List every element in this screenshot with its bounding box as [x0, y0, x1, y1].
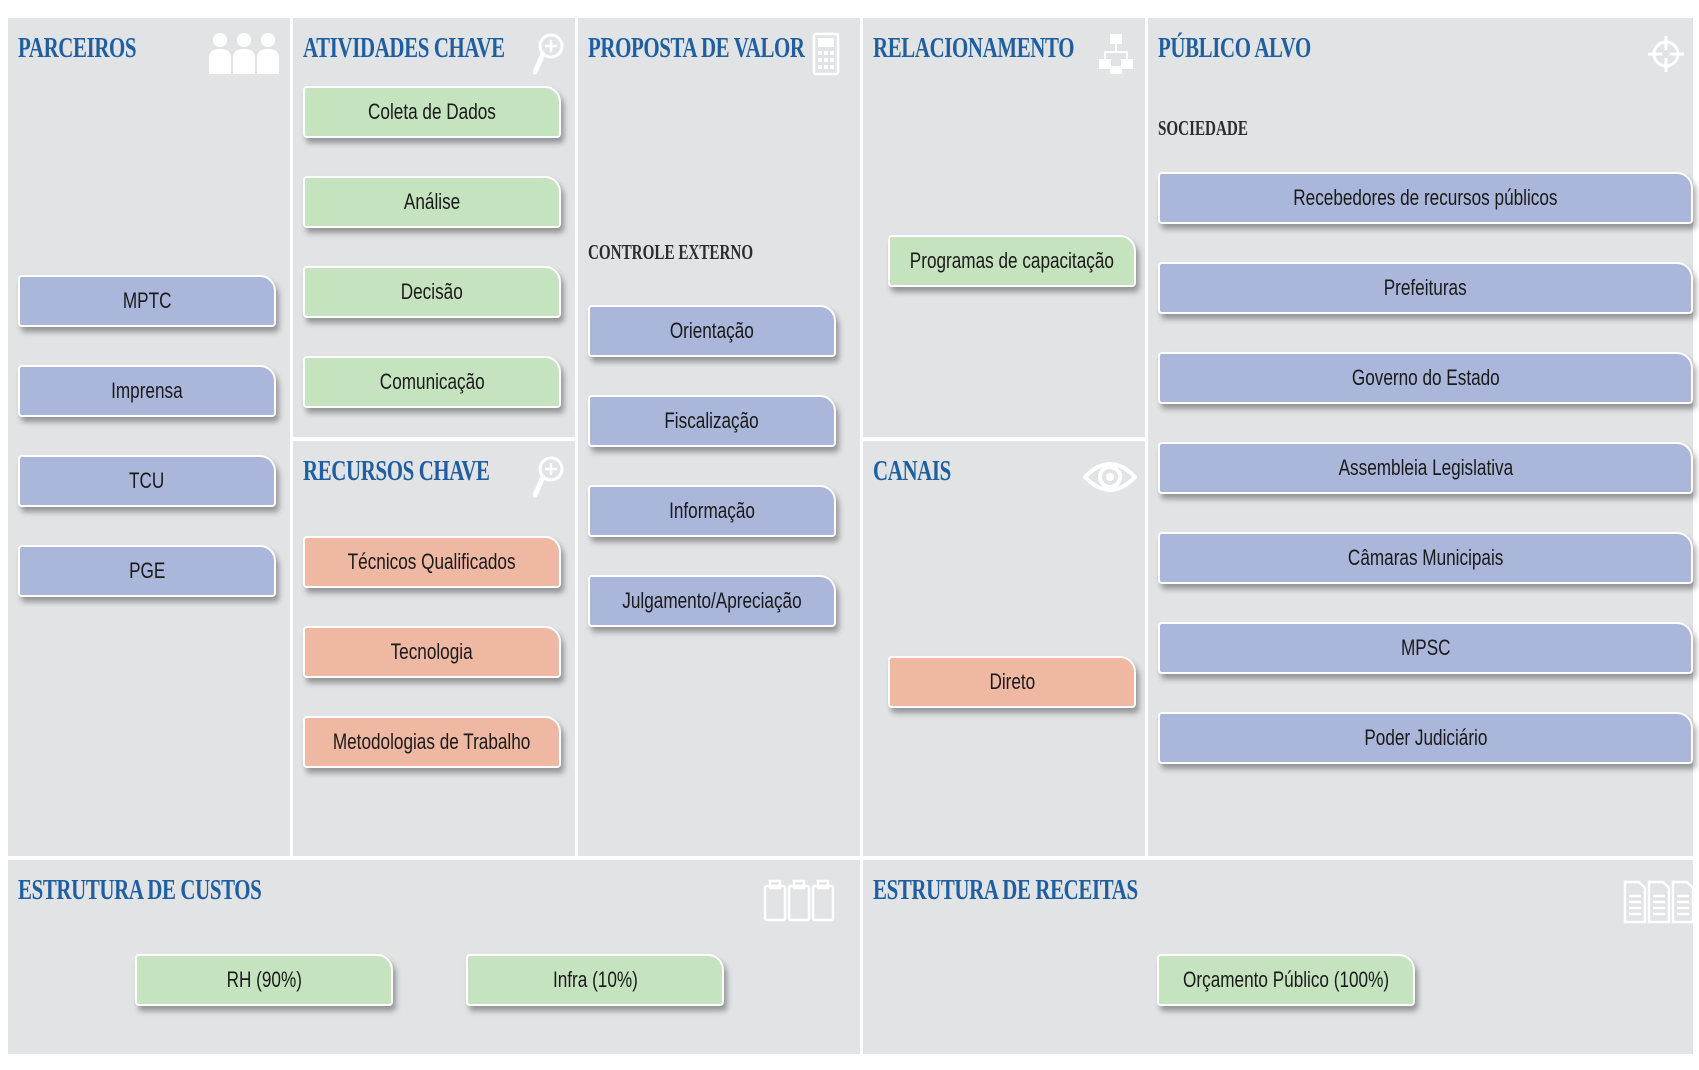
activity-card-coleta: Coleta de Dados [303, 86, 561, 138]
value-card-fiscalizacao: Fiscalização [588, 395, 836, 447]
publico-subtitle: SOCIEDADE [1158, 116, 1248, 140]
atividades-title: ATIVIDADES CHAVE [303, 32, 505, 64]
custos-section: ESTRUTURA DE CUSTOS RH (90%) Infra (10%) [8, 860, 860, 1054]
resource-card-tecnicos: Técnicos Qualificados [303, 536, 561, 588]
audience-card-prefeituras: Prefeituras [1158, 262, 1693, 314]
audience-card-judiciario: Poder Judiciário [1158, 712, 1693, 764]
publico-section: PÚBLICO ALVO SOCIEDADE Recebedores de re… [1148, 18, 1693, 856]
receitas-title: ESTRUTURA DE RECEITAS [873, 874, 1138, 906]
channel-card-direto: Direto [888, 656, 1136, 708]
calculator-icon [812, 32, 840, 76]
canais-section: CANAIS Direto [863, 441, 1145, 856]
parceiros-title: PARCEIROS [18, 32, 137, 64]
relacionamento-section: RELACIONAMENTO Programas de capacitação [863, 18, 1145, 437]
activity-card-decisao: Decisão [303, 266, 561, 318]
clipboards-icon [763, 879, 835, 922]
recursos-title: RECURSOS CHAVE [303, 455, 490, 487]
business-model-canvas: PARCEIROS MPTC Imprensa TCU PGE ATIVIDAD… [6, 16, 1695, 1056]
relacionamento-title: RELACIONAMENTO [873, 32, 1075, 64]
relationship-card-programas: Programas de capacitação [888, 235, 1136, 287]
people-icon [209, 33, 279, 74]
canais-title: CANAIS [873, 455, 951, 487]
resource-card-metodologias: Metodologias de Trabalho [303, 716, 561, 768]
atividades-section: ATIVIDADES CHAVE Coleta de Dados Análise… [293, 18, 575, 437]
partner-card-pge: PGE [18, 545, 276, 597]
audience-card-governo: Governo do Estado [1158, 352, 1693, 404]
custos-title: ESTRUTURA DE CUSTOS [18, 874, 262, 906]
audience-card-camaras: Câmaras Municipais [1158, 532, 1693, 584]
partner-card-tcu: TCU [18, 455, 276, 507]
magnifier-icon [533, 33, 564, 75]
cost-card-rh: RH (90%) [135, 954, 393, 1006]
proposta-title: PROPOSTA DE VALOR [588, 32, 805, 64]
proposta-section: PROPOSTA DE VALOR CONTROLE EXTERNO Orien… [578, 18, 860, 856]
activity-card-analise: Análise [303, 176, 561, 228]
value-card-orientacao: Orientação [588, 305, 836, 357]
target-icon [1648, 36, 1684, 72]
recursos-section: RECURSOS CHAVE Técnicos Qualificados Tec… [293, 441, 575, 856]
revenue-card-orcamento: Orçamento Público (100%) [1157, 954, 1415, 1006]
partner-card-imprensa: Imprensa [18, 365, 276, 417]
audience-card-mpsc: MPSC [1158, 622, 1693, 674]
resource-card-tecnologia: Tecnologia [303, 626, 561, 678]
audience-card-recebedores: Recebedores de recursos públicos [1158, 172, 1693, 224]
parceiros-section: PARCEIROS MPTC Imprensa TCU PGE [8, 18, 290, 856]
receitas-section: ESTRUTURA DE RECEITAS Orçamento Público … [863, 860, 1695, 1054]
value-card-julgamento: Julgamento/Apreciação [588, 575, 836, 627]
eye-icon [1083, 462, 1137, 492]
activity-card-comunicacao: Comunicação [303, 356, 561, 408]
cost-card-infra: Infra (10%) [466, 954, 724, 1006]
partner-card-mptc: MPTC [18, 275, 276, 327]
publico-title: PÚBLICO ALVO [1158, 32, 1311, 64]
org-chart-icon [1099, 34, 1133, 74]
audience-card-assembleia: Assembleia Legislativa [1158, 442, 1693, 494]
magnifier-icon [533, 456, 564, 498]
documents-icon [1623, 880, 1695, 924]
value-card-informacao: Informação [588, 485, 836, 537]
proposta-subtitle: CONTROLE EXTERNO [588, 240, 754, 264]
